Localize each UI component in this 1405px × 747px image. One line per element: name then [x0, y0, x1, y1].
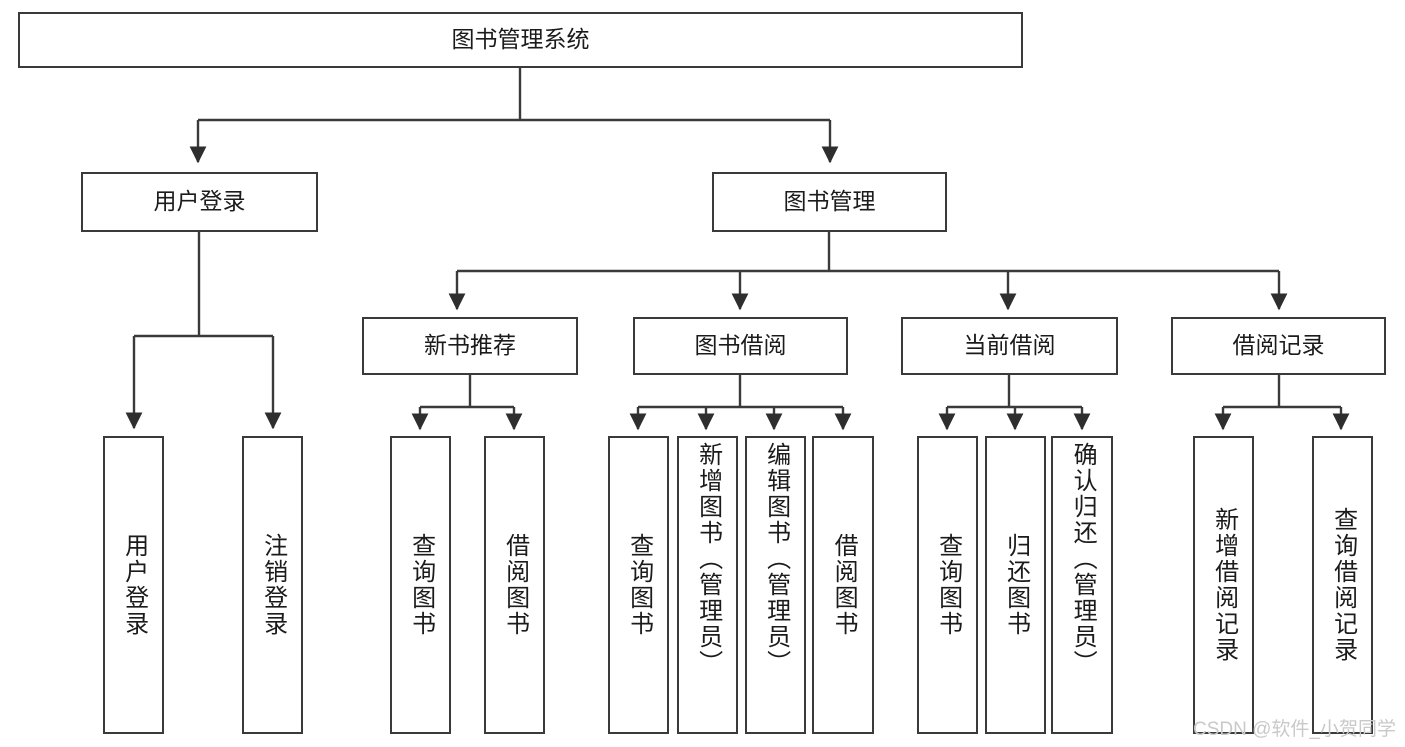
node-borrow-record-label: 借阅记录	[1232, 332, 1325, 359]
node-book-manage-label: 图书管理	[783, 188, 876, 215]
node-leaf-confirm-return[interactable]: 确认归还（管理员）	[1051, 436, 1113, 734]
node-leaf-borrow-book-1[interactable]: 借阅图书	[484, 436, 545, 734]
node-leaf-query-record[interactable]: 查询借阅记录	[1312, 436, 1373, 734]
node-leaf-add-book[interactable]: 新增图书（管理员）	[677, 436, 738, 734]
node-user-login-label: 用户登录	[153, 188, 246, 215]
node-leaf-query-book-2-label: 查询图书	[625, 533, 653, 637]
node-current-borrow-label: 当前借阅	[963, 332, 1056, 359]
node-leaf-query-book-1[interactable]: 查询图书	[390, 436, 451, 734]
node-leaf-add-record[interactable]: 新增借阅记录	[1193, 436, 1254, 734]
node-user-login[interactable]: 用户登录	[81, 172, 318, 232]
node-leaf-return-book-label: 归还图书	[1002, 533, 1030, 637]
node-leaf-query-book-3-label: 查询图书	[934, 533, 962, 637]
node-leaf-user-login-label: 用户登录	[120, 533, 148, 637]
node-root[interactable]: 图书管理系统	[18, 12, 1023, 68]
node-leaf-logout-label: 注销登录	[259, 533, 287, 637]
node-leaf-borrow-book-2[interactable]: 借阅图书	[812, 436, 874, 734]
node-book-manage[interactable]: 图书管理	[712, 172, 947, 232]
node-leaf-add-book-label: 新增图书（管理员）	[694, 442, 722, 676]
node-current-borrow[interactable]: 当前借阅	[901, 317, 1118, 375]
node-leaf-edit-book[interactable]: 编辑图书（管理员）	[745, 436, 806, 734]
node-leaf-query-record-label: 查询借阅记录	[1329, 507, 1357, 663]
node-new-book-recommend[interactable]: 新书推荐	[362, 317, 578, 375]
node-leaf-query-book-3[interactable]: 查询图书	[917, 436, 978, 734]
node-leaf-add-record-label: 新增借阅记录	[1210, 507, 1238, 663]
node-leaf-confirm-return-label: 确认归还（管理员）	[1069, 442, 1097, 676]
node-leaf-user-login[interactable]: 用户登录	[103, 436, 164, 734]
node-leaf-logout[interactable]: 注销登录	[242, 436, 303, 734]
node-leaf-query-book-1-label: 查询图书	[407, 533, 435, 637]
node-leaf-borrow-book-1-label: 借阅图书	[501, 533, 529, 637]
node-book-borrow[interactable]: 图书借阅	[633, 317, 848, 375]
node-new-book-recommend-label: 新书推荐	[424, 332, 516, 359]
node-borrow-record[interactable]: 借阅记录	[1171, 317, 1386, 375]
node-leaf-return-book[interactable]: 归还图书	[985, 436, 1046, 734]
node-leaf-query-book-2[interactable]: 查询图书	[608, 436, 669, 734]
node-leaf-edit-book-label: 编辑图书（管理员）	[762, 442, 790, 676]
node-root-label: 图书管理系统	[451, 26, 590, 53]
node-leaf-borrow-book-2-label: 借阅图书	[830, 533, 858, 637]
node-book-borrow-label: 图书借阅	[694, 332, 787, 359]
